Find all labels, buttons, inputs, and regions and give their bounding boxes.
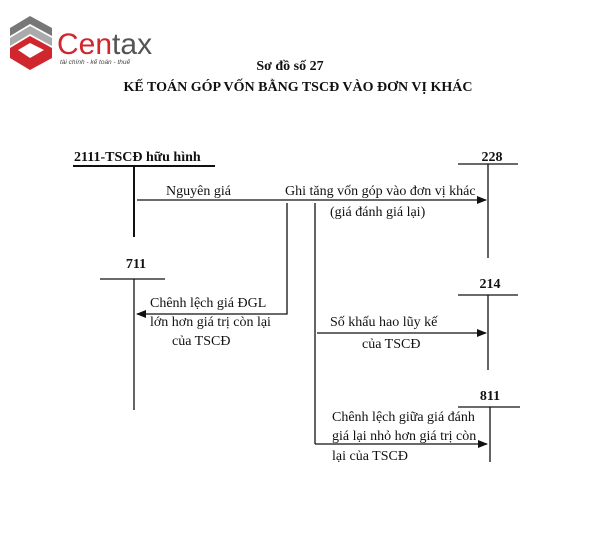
label-loss-3: lại của TSCĐ	[332, 449, 408, 464]
label-original-cost: Nguyên giá	[166, 184, 232, 199]
label-capital-increase-2: (giá đánh giá lại)	[330, 205, 426, 220]
label-capital-increase-1: Ghi tăng vốn góp vào đơn vị khác	[285, 184, 476, 199]
logo-brand: Centax	[57, 28, 152, 61]
logo-brand-prefix: Cen	[57, 28, 112, 61]
label-loss-1: Chênh lệch giữa giá đánh	[332, 410, 475, 425]
logo-brand-suffix: tax	[112, 28, 152, 61]
diagram-subtitle: Sơ đồ số 27	[256, 59, 323, 74]
logo-tagline: tài chính - kế toán - thuế	[60, 58, 130, 66]
label-gain-1: Chênh lệch giá ĐGL	[150, 296, 266, 311]
account-228-label: 228	[482, 150, 503, 165]
label-gain-3: của TSCĐ	[172, 334, 230, 349]
centax-logo: Centax tài chính - kế toán - thuế	[10, 16, 152, 70]
account-2111-label: 2111-TSCĐ hữu hình	[74, 150, 201, 165]
label-depreciation-2: của TSCĐ	[362, 337, 420, 352]
label-gain-2: lớn hơn giá trị còn lại	[150, 315, 271, 330]
account-811-label: 811	[480, 389, 500, 404]
logo-mark-icon	[10, 16, 52, 70]
account-711-label: 711	[126, 257, 146, 272]
arrow-to-711	[136, 203, 288, 318]
diagram-title: KẾ TOÁN GÓP VỐN BẰNG TSCĐ VÀO ĐƠN VỊ KHÁ…	[124, 77, 473, 95]
label-loss-2: giá lại nhỏ hơn giá trị còn	[332, 429, 476, 444]
account-214-label: 214	[480, 277, 501, 292]
label-depreciation-1: Số khấu hao lũy kế	[330, 315, 438, 330]
